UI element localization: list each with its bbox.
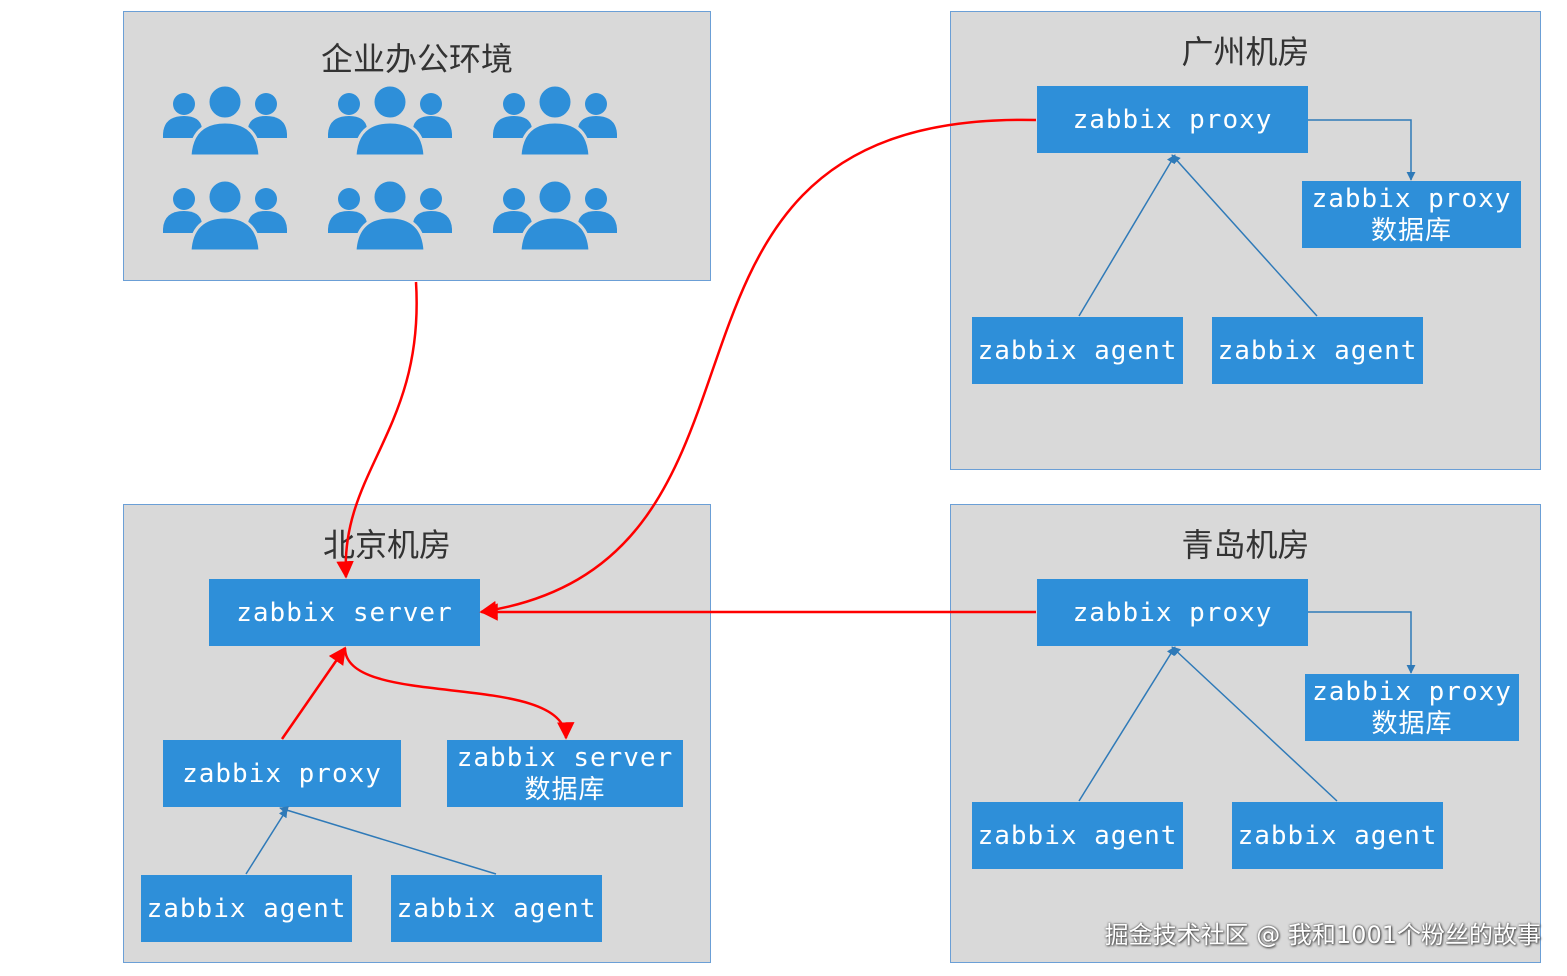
users-group-icon [493,178,617,253]
bj-server-db-node: zabbix server 数据库 [447,740,683,807]
region-beijing-title: 北京机房 [322,526,451,564]
users-group-icon [163,178,287,253]
link-gz-proxy-to-server [479,118,1037,619]
qd-agent-1-node: zabbix agent [972,802,1183,869]
qd-agent-2-node: zabbix agent [1232,802,1443,869]
qd-proxy-db-line2: 数据库 [1371,708,1453,739]
link-qd-agent2-to-proxy [1171,646,1338,802]
link-qd-proxy-to-db [1308,611,1416,674]
link-office-to-server [336,281,418,579]
bj-server-db-line1: zabbix server [456,742,674,773]
qd-proxy-db-node: zabbix proxy 数据库 [1305,674,1519,741]
region-qingdao-title: 青岛机房 [1181,526,1310,564]
link-bj-proxy-to-server [280,646,347,740]
bj-agent-1-node: zabbix agent [141,875,352,942]
bj-server-db-line2: 数据库 [524,774,606,805]
bj-proxy-node: zabbix proxy [163,740,401,807]
qd-proxy-node: zabbix proxy [1037,579,1308,646]
link-gz-agent2-to-proxy [1171,154,1318,317]
gz-agent-1-node: zabbix agent [972,317,1183,384]
link-gz-agent1-to-proxy [1078,154,1176,317]
gz-agent-2-node: zabbix agent [1212,317,1423,384]
region-guangzhou-title: 广州机房 [1181,33,1310,71]
users-group-icon [493,83,617,158]
users-group-icon [328,178,452,253]
gz-proxy-db-line1: zabbix proxy [1311,183,1512,214]
link-server-to-server-db [343,647,575,740]
link-bj-agent2-to-proxy [279,806,497,875]
watermark: 掘金技术社区 @ 我和1001个粉丝的故事 [1104,921,1541,949]
bj-server-node: zabbix server [209,579,480,646]
gz-proxy-db-node: zabbix proxy 数据库 [1302,181,1521,248]
gz-proxy-node: zabbix proxy [1037,86,1308,153]
users-group-icon [328,83,452,158]
link-qd-agent1-to-proxy [1078,646,1176,802]
region-office-title: 企业办公环境 [320,40,513,78]
link-gz-proxy-to-db [1308,119,1416,181]
users-group-icon [163,83,287,158]
link-bj-agent1-to-proxy [245,808,288,875]
bj-agent-2-node: zabbix agent [391,875,602,942]
gz-proxy-db-line2: 数据库 [1370,215,1452,246]
qd-proxy-db-line1: zabbix proxy [1312,676,1512,707]
